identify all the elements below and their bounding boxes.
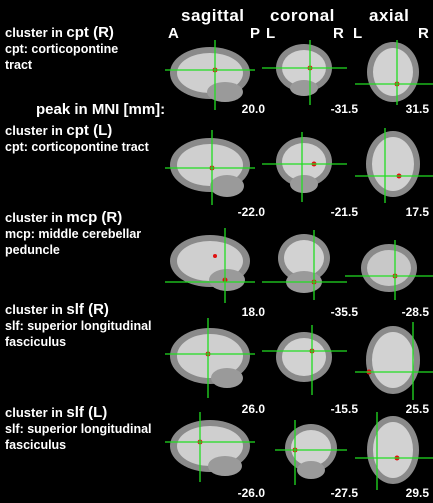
- row-label-4: cluster in slf (R) slf: superior longitu…: [5, 301, 152, 350]
- header-coronal: coronal: [270, 6, 335, 25]
- orient-coronal-right: R: [333, 25, 344, 42]
- axial-slice-2: [355, 128, 433, 203]
- header-axial: axial: [369, 6, 410, 25]
- axial-slice-5: [355, 412, 433, 490]
- row-label-2: cluster in cpt (L) cpt: corticopontine t…: [5, 122, 149, 155]
- coord-ax-2: 17.5: [405, 205, 429, 219]
- sagittal-slice-5: [165, 412, 255, 482]
- axial-slice-4: [355, 322, 433, 400]
- coord-cor-4: -15.5: [330, 402, 358, 416]
- sagittal-slice-1: [165, 40, 255, 110]
- axial-slice-1: [355, 40, 433, 105]
- sagittal-slice-4: [165, 318, 255, 398]
- coord-ax-4: 25.5: [405, 402, 429, 416]
- row-label-5: cluster in slf (L) slf: superior longitu…: [5, 404, 152, 453]
- coord-cor-2: -21.5: [330, 205, 358, 219]
- peak-label: peak in MNI [mm]:: [36, 101, 166, 118]
- coord-sag-3: 18.0: [241, 305, 265, 319]
- coord-sag-5: -26.0: [237, 486, 265, 500]
- coord-sag-4: 26.0: [241, 402, 265, 416]
- orient-anterior: A: [168, 25, 179, 42]
- orient-axial-right: R: [418, 25, 429, 42]
- coronal-slice-2: [262, 132, 347, 202]
- coord-cor-3: -35.5: [330, 305, 358, 319]
- coronal-slice-5: [275, 420, 347, 485]
- coord-ax-3: -28.5: [401, 305, 429, 319]
- coord-cor-1: -31.5: [330, 102, 358, 116]
- coronal-slice-3: [262, 230, 347, 300]
- orient-posterior: P: [250, 25, 261, 42]
- coronal-slice-4: [262, 325, 347, 395]
- coord-sag-2: -22.0: [237, 205, 265, 219]
- sagittal-slice-3: [165, 228, 255, 303]
- row-label-3: cluster in mcp (R) mcp: middle cerebella…: [5, 209, 142, 258]
- coord-ax-5: 29.5: [405, 486, 429, 500]
- coronal-slice-1: [262, 40, 347, 105]
- orient-axial-left: L: [353, 25, 363, 42]
- row-label-1: cluster in cpt (R) cpt: corticopontine t…: [5, 24, 119, 73]
- axial-slice-3: [345, 240, 433, 300]
- orient-coronal-left: L: [266, 25, 276, 42]
- header-sagittal: sagittal: [181, 6, 245, 25]
- coord-ax-1: 31.5: [405, 102, 429, 116]
- coord-sag-1: 20.0: [241, 102, 265, 116]
- sagittal-slice-2: [165, 130, 255, 205]
- coord-cor-5: -27.5: [330, 486, 358, 500]
